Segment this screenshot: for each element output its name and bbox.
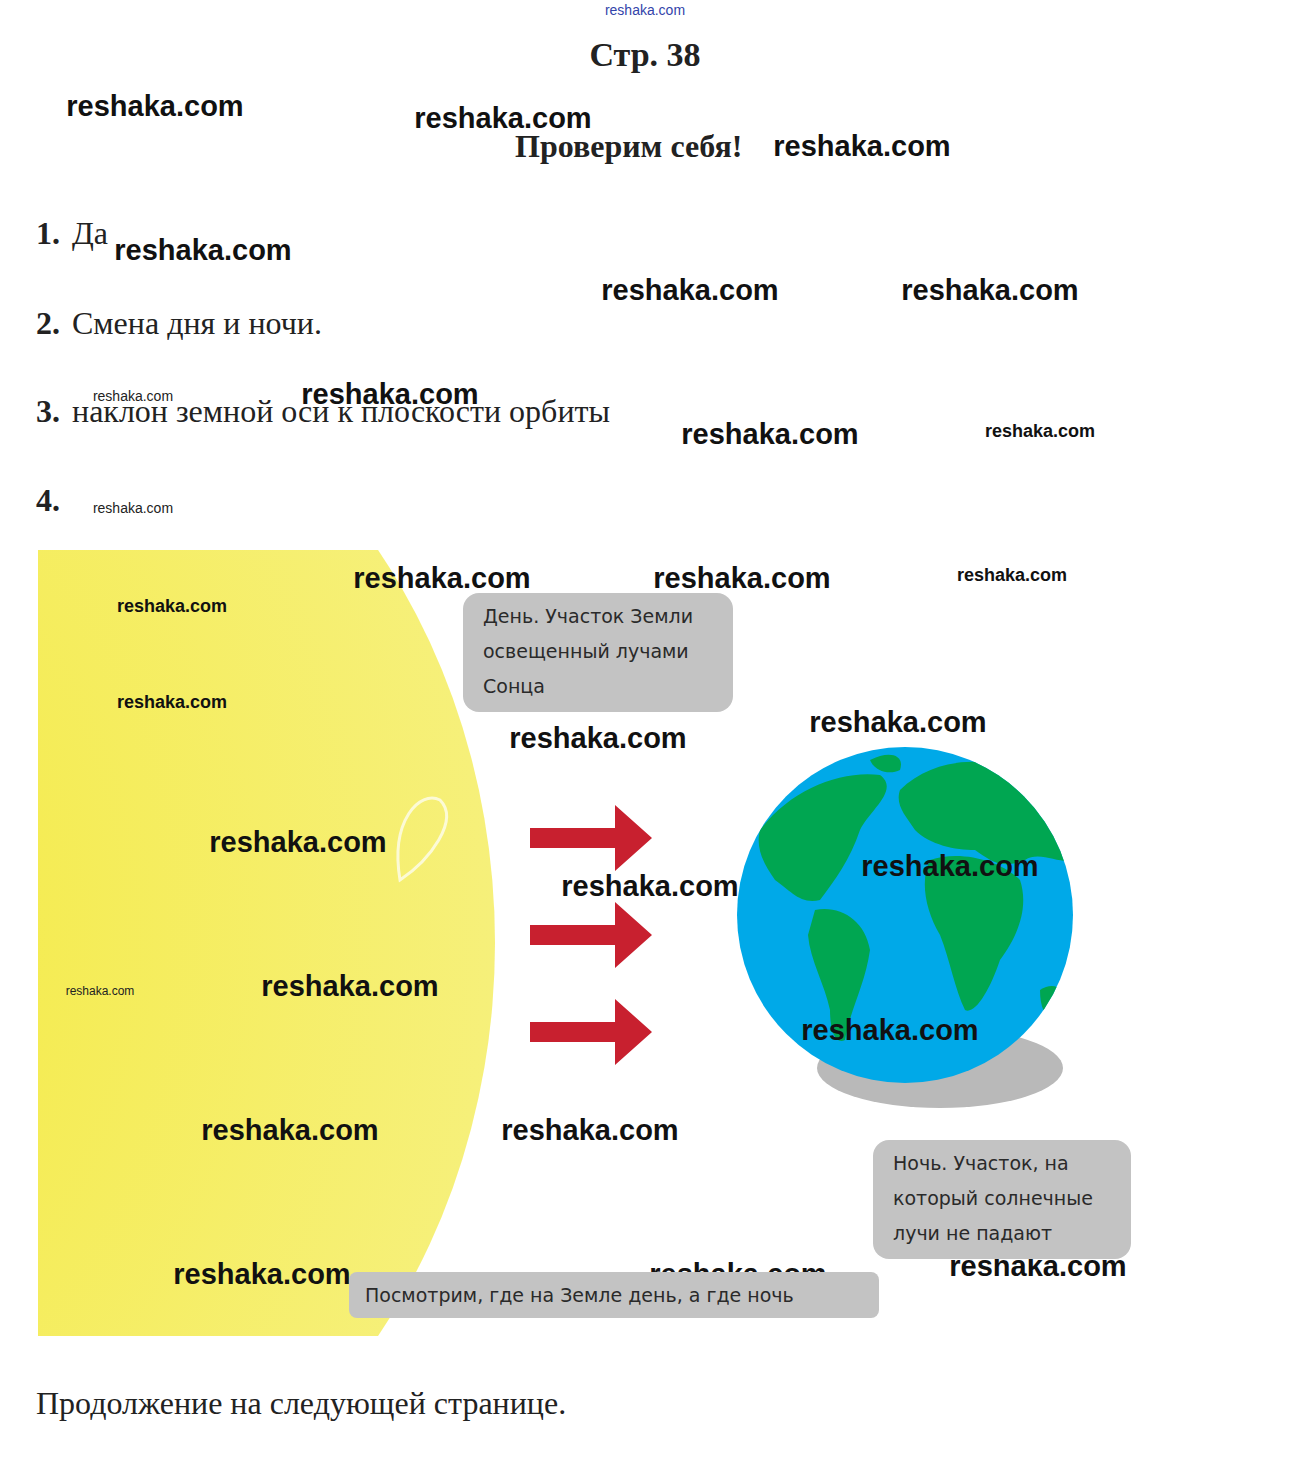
- callout-text: Посмотрим, где на Земле день, а где ночь: [365, 1280, 865, 1310]
- sun-rays: [530, 805, 652, 1065]
- watermark: reshaka.com: [261, 970, 438, 1003]
- footer-note: Продолжение на следующей странице.: [36, 1385, 566, 1422]
- watermark: reshaka.com: [201, 1114, 378, 1147]
- watermark: reshaka.com: [509, 722, 686, 755]
- watermark: reshaka.com: [957, 565, 1067, 586]
- watermark: reshaka.com: [773, 130, 950, 163]
- callout-box: День. Участок Земли освещенный лучами Со…: [463, 593, 733, 712]
- answer-text: Да: [72, 215, 108, 252]
- watermark: reshaka.com: [985, 421, 1095, 442]
- answer-number: 1.: [36, 215, 60, 252]
- watermark: reshaka.com: [209, 826, 386, 859]
- sun-edge-highlight: [398, 798, 446, 880]
- watermark: reshaka.com: [93, 500, 173, 516]
- watermark: reshaka.com: [809, 706, 986, 739]
- watermark: reshaka.com: [173, 1258, 350, 1291]
- callout-box: Посмотрим, где на Земле день, а где ночь: [349, 1272, 879, 1318]
- watermark: reshaka.com: [66, 90, 243, 123]
- watermark: reshaka.com: [601, 274, 778, 307]
- watermark: reshaka.com: [681, 418, 858, 451]
- sun: [38, 550, 495, 1336]
- watermark: reshaka.com: [66, 984, 135, 998]
- watermark: reshaka.com: [353, 562, 530, 595]
- answer-text: Смена дня и ночи.: [72, 305, 322, 342]
- watermark: reshaka.com: [117, 692, 227, 713]
- watermark: reshaka.com: [301, 378, 478, 411]
- watermark: reshaka.com: [93, 388, 173, 404]
- answer-number: 2.: [36, 305, 60, 342]
- answer-number: 4.: [36, 482, 60, 519]
- watermark: reshaka.com: [114, 234, 291, 267]
- watermark: reshaka.com: [801, 1014, 978, 1047]
- watermark: reshaka.com: [414, 102, 591, 135]
- watermark: reshaka.com: [901, 274, 1078, 307]
- watermark: reshaka.com: [605, 2, 685, 18]
- watermark: reshaka.com: [117, 596, 227, 617]
- callout-text: Ночь. Участок, на который солнечные лучи…: [893, 1146, 1117, 1251]
- callout-text: День. Участок Земли освещенный лучами Со…: [483, 599, 719, 704]
- watermark: reshaka.com: [861, 850, 1038, 883]
- callout-box: Ночь. Участок, на который солнечные лучи…: [873, 1140, 1131, 1259]
- answer-number: 3.: [36, 393, 60, 430]
- page-title: Стр. 38: [589, 36, 700, 74]
- watermark: reshaka.com: [501, 1114, 678, 1147]
- watermark: reshaka.com: [561, 870, 738, 903]
- watermark: reshaka.com: [653, 562, 830, 595]
- earth: [737, 747, 1075, 1083]
